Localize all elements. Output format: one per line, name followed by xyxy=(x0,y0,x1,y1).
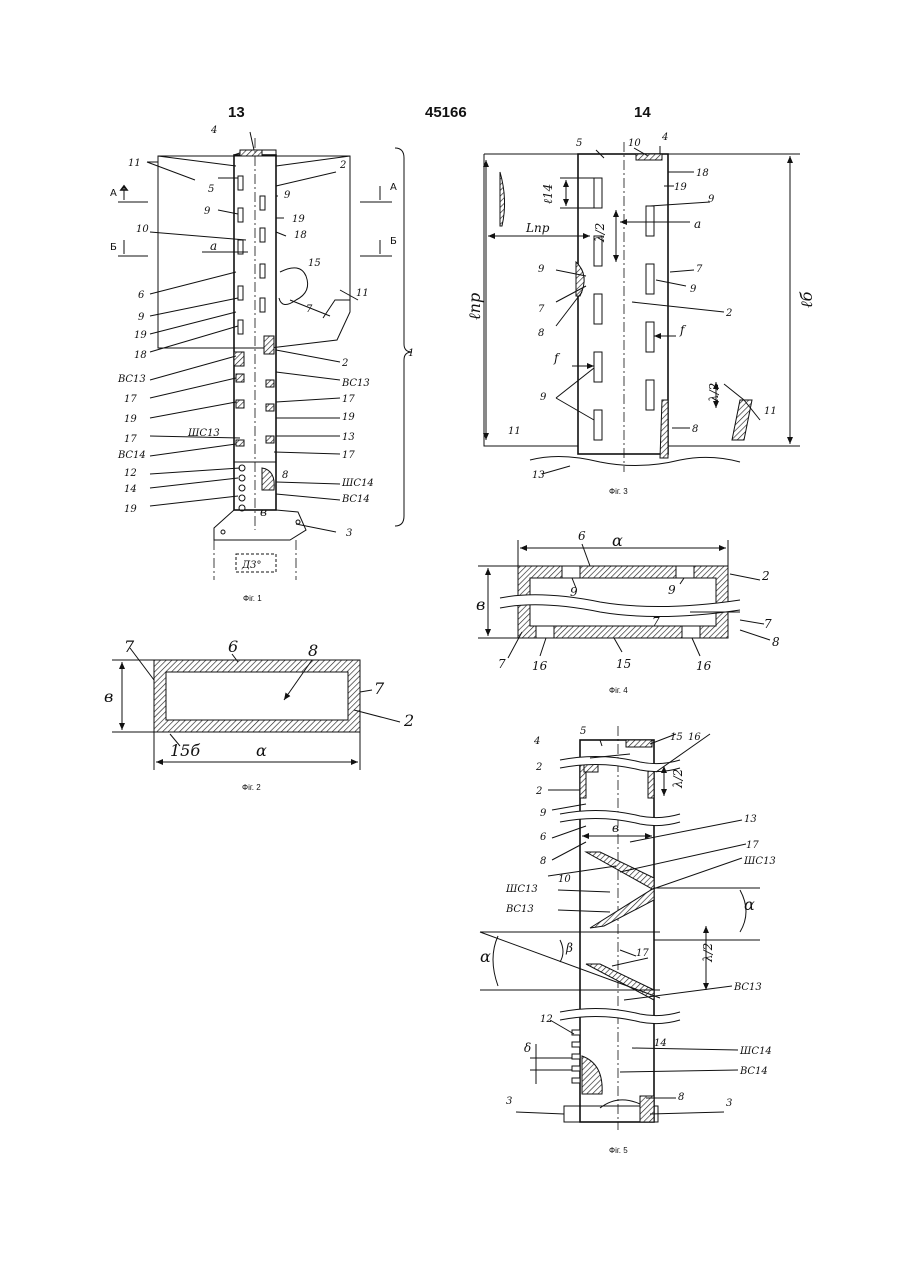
fig5-label-2-b: 2 xyxy=(535,786,542,797)
fig5-label-lam2-top: λ/2 xyxy=(671,769,685,789)
fig5-label-b: в xyxy=(612,821,619,835)
fig5-label-2-a: 2 xyxy=(535,762,542,773)
fig5-caption: Фіг. 5 xyxy=(609,1146,628,1155)
fig5-label-8-bottom: 8 xyxy=(678,1092,684,1103)
fig5-label-3-left: 3 xyxy=(506,1096,512,1107)
fig5-label-14: 14 xyxy=(654,1038,667,1049)
fig5-label-15: 15 xyxy=(670,732,683,743)
fig5-label-13: 13 xyxy=(744,814,757,825)
fig5-label-16: 16 xyxy=(688,732,701,743)
fig5-label-17-bottom: 17 xyxy=(636,948,649,959)
fig5-label-vc13-left: ВС13 xyxy=(505,904,534,915)
fig5-label-shc13-left: ШС13 xyxy=(505,884,538,895)
fig5-label-shc13-right: ШС13 xyxy=(743,856,776,867)
fig5-label-5: 5 xyxy=(580,726,586,737)
fig5-label-alpha-left: α xyxy=(480,947,491,966)
fig5-label-alpha-right: α xyxy=(744,895,755,914)
fig5-label-delta: δ xyxy=(524,1041,531,1055)
fig5-label-4: 4 xyxy=(533,736,540,747)
fig5-label-vc14: ВС14 xyxy=(739,1066,768,1077)
fig5-label-6: 6 xyxy=(540,832,547,843)
fig5-label-lam2-mid: λ/2 xyxy=(701,943,715,963)
fig5-label-vc13-right: ВС13 xyxy=(733,982,762,993)
fig5-label-10: 10 xyxy=(558,874,571,885)
fig5-label-12: 12 xyxy=(540,1014,553,1025)
fig5-label-shc14: ШС14 xyxy=(739,1046,772,1057)
figure-5: 5 15 16 4 2 2 9 6 8 в λ/2 13 17 ШС13 10 … xyxy=(0,0,900,1160)
fig5-label-beta: β xyxy=(565,941,573,955)
fig5-label-8-top: 8 xyxy=(540,856,546,867)
fig5-label-9: 9 xyxy=(540,808,547,819)
fig5-label-3-right: 3 xyxy=(726,1098,732,1109)
fig5-label-17-top: 17 xyxy=(746,840,759,851)
